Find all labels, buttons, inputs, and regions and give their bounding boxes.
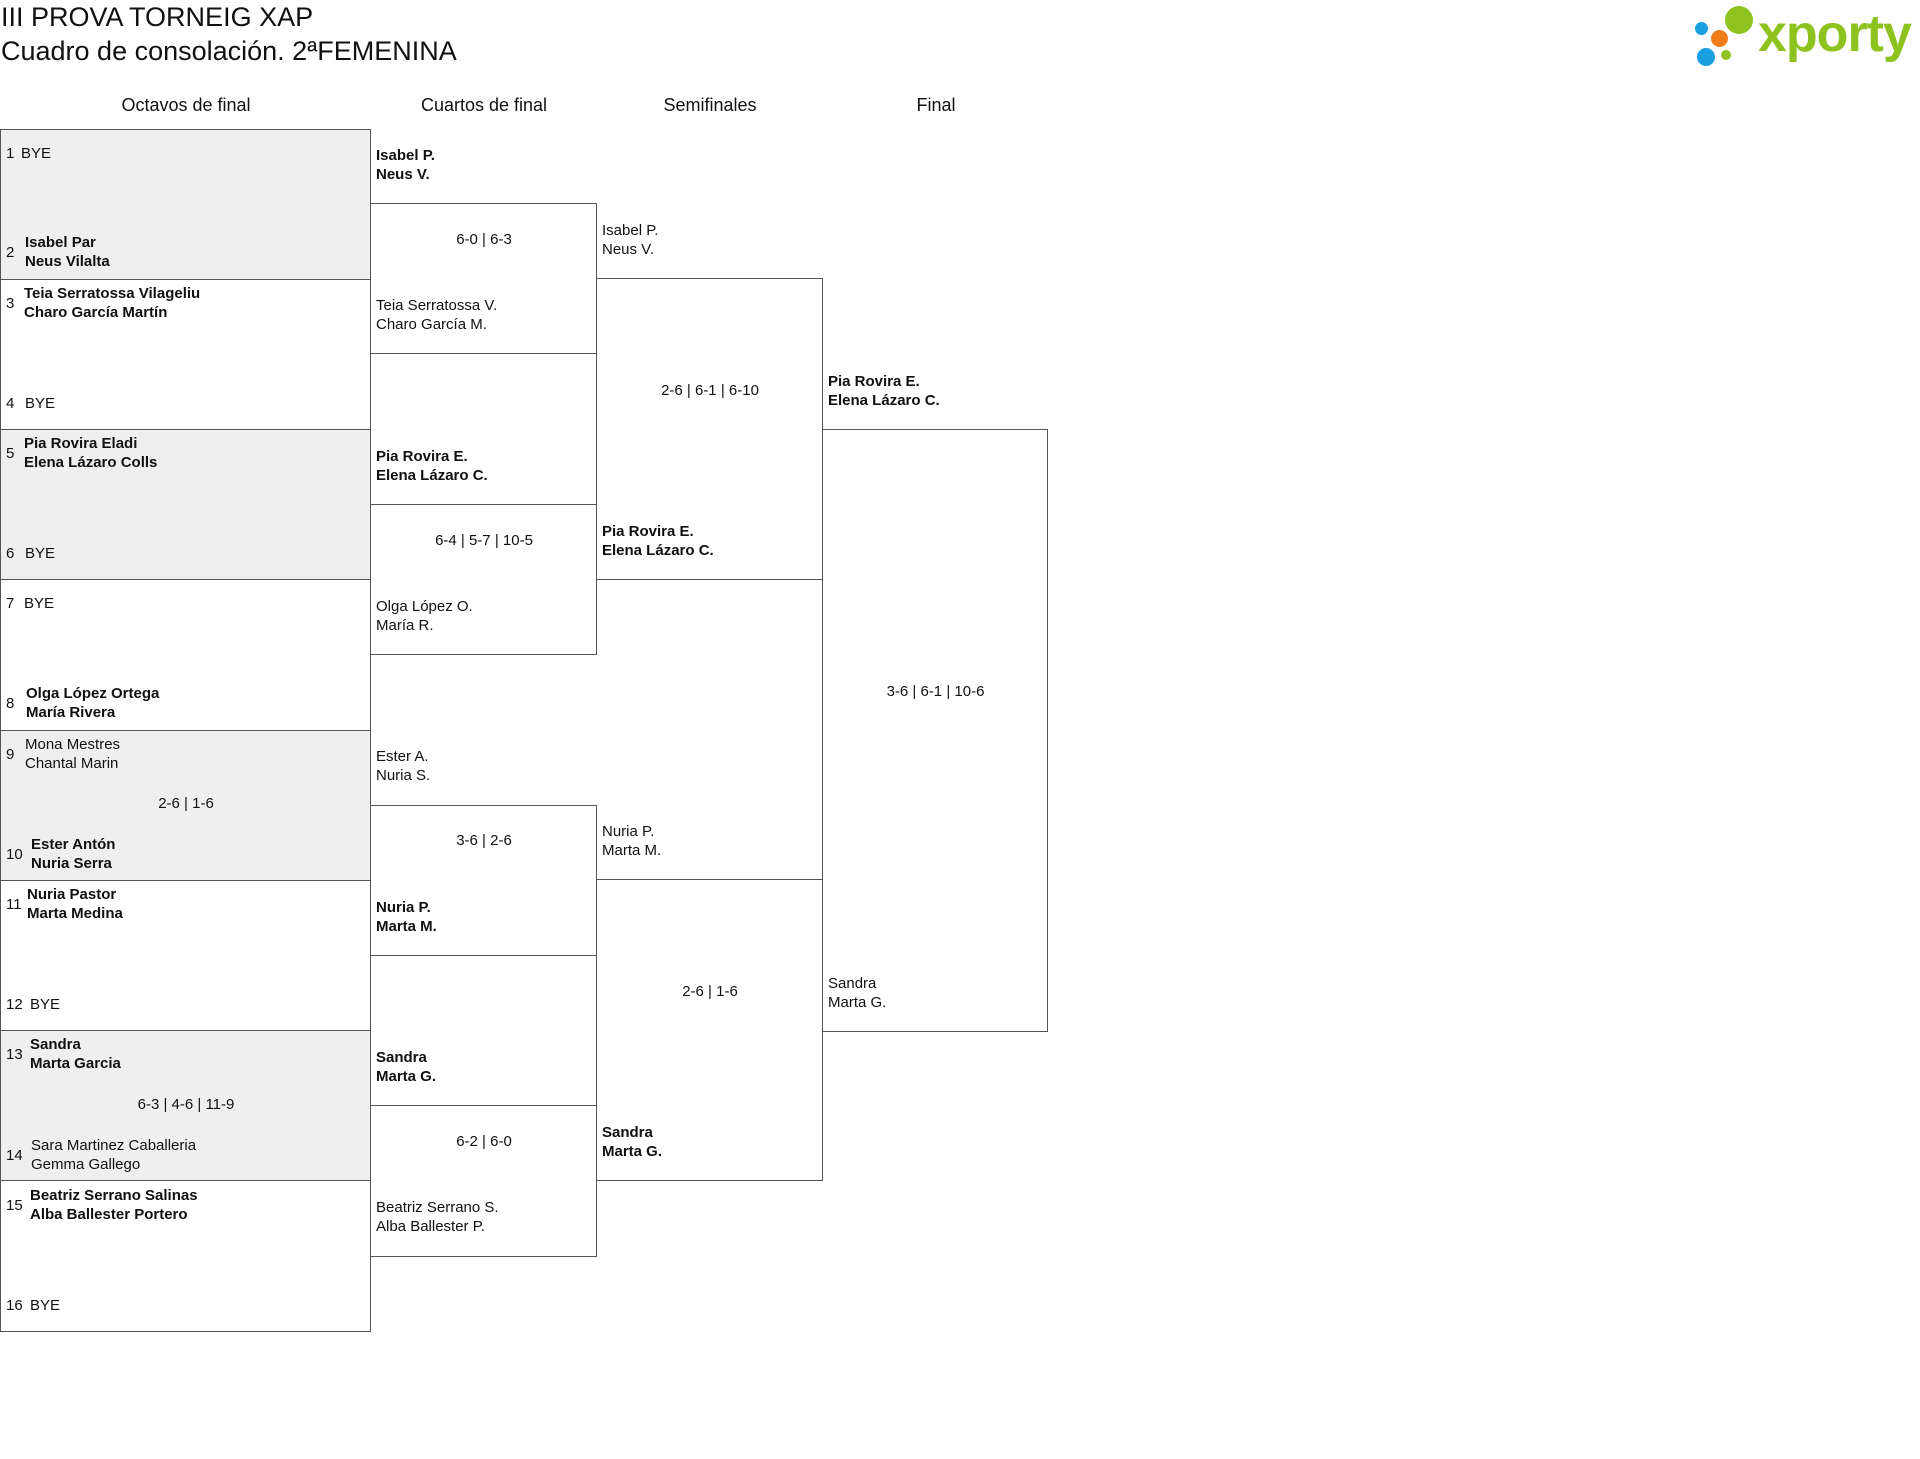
seed-number: 10 [6,846,23,863]
seed-number: 16 [6,1297,23,1314]
entry-name: Olga López Ortega [26,685,160,702]
match-score: 6-3 | 4-6 | 11-9 [137,1096,235,1113]
match-score: 3-6 | 6-1 | 10-6 [886,683,985,700]
entry-name: BYE [21,145,52,162]
entry-name: Sandra [828,975,877,992]
entry-name: Beatriz Serrano Salinas [30,1187,198,1204]
logo-text: xporty [1758,5,1912,63]
seed-number: 3 [6,295,15,312]
logo-dot-green-small-icon [1721,50,1731,60]
entry-name: Alba Ballester P. [376,1218,485,1235]
entry-name: Ester Antón [31,836,116,853]
seed-number: 15 [6,1197,23,1214]
entry-name: Nuria S. [376,767,431,784]
entry-name: Elena Lázaro C. [376,467,488,484]
entry-name: Isabel Par [25,234,96,251]
entry-name: Pia Rovira E. [602,523,694,540]
seed-number: 14 [6,1147,23,1164]
entry-name: Isabel P. [602,222,659,239]
entry-name: Gemma Gallego [31,1156,141,1173]
entry-name: Nuria P. [376,899,431,916]
logo-dot-blue-small-icon [1695,22,1708,35]
entry-name: BYE [25,545,56,562]
entry-name: Olga López O. [376,598,473,615]
seed-number: 2 [6,244,15,261]
entry-name: Charo García M. [376,316,487,333]
round-header-sf: Semifinales [663,95,757,115]
seed-number: 13 [6,1046,23,1063]
entry-name: Marta M. [376,918,437,935]
entry-name: Ester A. [376,748,429,765]
r16-match-5 [0,730,371,881]
entry-name: Marta G. [602,1143,663,1160]
entry-name: Marta G. [828,994,887,1011]
entry-name: Marta Medina [27,905,123,922]
entry-name: Teia Serratossa Vilageliu [24,285,201,302]
entry-name: Beatriz Serrano S. [376,1199,499,1216]
logo-dot-blue-icon [1697,48,1715,66]
seed-number: 7 [6,595,15,612]
entry-name: Sandra [602,1124,653,1141]
qf-match-4 [370,1105,597,1257]
match-score: 2-6 | 1-6 [682,983,738,1000]
entry-name: Alba Ballester Portero [30,1206,188,1223]
draw-subtitle: Cuadro de consolación. 2ªFEMENINA [1,36,457,66]
round-header-qf: Cuartos de final [420,95,548,115]
round-header-final: Final [916,95,956,115]
entry-name: Elena Lázaro C. [602,542,714,559]
seed-number: 4 [6,395,15,412]
seed-number: 1 [6,145,15,162]
round-header-r16: Octavos de final [121,95,251,115]
seed-number: 6 [6,545,15,562]
entry-name: BYE [25,395,56,412]
seed-number: 5 [6,445,15,462]
xporty-logo [1695,4,1920,68]
logo-dot-green-icon [1725,6,1753,34]
entry-name: Charo García Martín [24,304,168,321]
entry-name: Neus Vilalta [25,253,110,270]
entry-name: Pia Rovira Eladi [24,435,138,452]
entry-name: Marta Garcia [30,1055,121,1072]
entry-name: Teia Serratossa V. [376,297,498,314]
entry-name: Neus V. [376,166,430,183]
entry-name: Nuria P. [602,823,655,840]
entry-name: Pia Rovira E. [376,448,468,465]
r16-match-1 [0,129,371,280]
entry-name: BYE [30,1297,61,1314]
entry-name: BYE [24,595,55,612]
entry-name: Elena Lázaro Colls [24,454,158,471]
entry-name: Sandra [376,1049,427,1066]
entry-name: Neus V. [602,241,654,258]
entry-name: Elena Lázaro C. [828,392,940,409]
match-score: 3-6 | 2-6 [456,832,512,849]
match-score: 2-6 | 6-1 | 6-10 [661,382,759,399]
seed-number: 12 [6,996,23,1013]
match-score: 6-4 | 5-7 | 10-5 [435,532,533,549]
seed-number: 9 [6,746,15,763]
entry-name: Chantal Marin [25,755,119,772]
entry-name: Sandra [30,1036,81,1053]
entry-name: Sara Martinez Caballeria [31,1137,197,1154]
entry-name: María R. [376,617,434,634]
final-match [822,429,1048,1032]
match-score: 6-0 | 6-3 [456,231,512,248]
match-score: 2-6 | 1-6 [158,795,214,812]
match-score: 6-2 | 6-0 [456,1133,512,1150]
entry-name: Nuria Serra [31,855,112,872]
entry-name: Marta M. [602,842,662,859]
entry-name: BYE [30,996,61,1013]
tournament-title: III PROVA TORNEIG XAP [1,2,314,32]
entry-name: Nuria Pastor [27,886,117,903]
seed-number: 11 [6,896,22,913]
entry-name: María Rivera [26,704,116,721]
seed-number: 8 [6,695,15,712]
entry-name: Isabel P. [376,147,435,164]
entry-name: Marta G. [376,1068,437,1085]
entry-name: Mona Mestres [25,736,121,753]
entry-name: Pia Rovira E. [828,373,920,390]
r16-match-3 [0,429,371,580]
logo-dot-orange-icon [1711,30,1728,47]
